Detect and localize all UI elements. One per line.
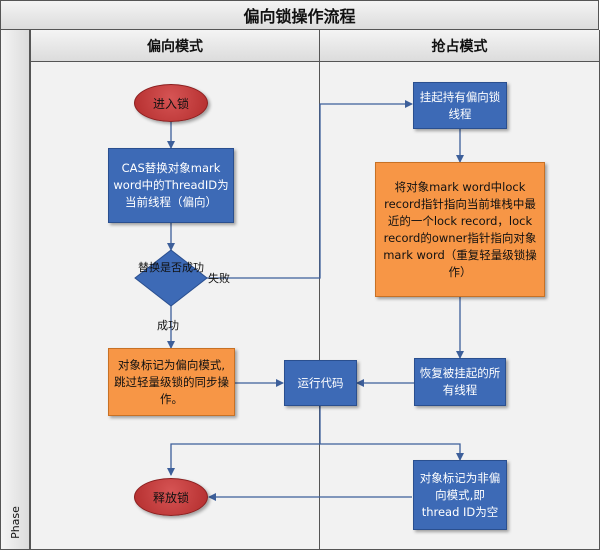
copy-mark-word-step: 将对象mark word中lock record指针指向当前堆栈中最近的一个lo…	[375, 162, 545, 297]
mark-biased-step: 对象标记为偏向模式,跳过轻量级锁的同步操作。	[108, 348, 235, 416]
phase-column	[0, 30, 30, 550]
edge-run-to-mark-not-biased	[320, 443, 464, 461]
decision-text: 替换是否成功	[138, 261, 204, 274]
end-release-lock: 释放锁	[134, 478, 208, 516]
diagram-title: 偏向锁操作流程	[0, 0, 599, 30]
start-enter-lock: 进入锁	[134, 84, 208, 122]
edge-run-to-release	[167, 443, 320, 476]
suspend-holder-step: 挂起持有偏向锁线程	[413, 82, 507, 129]
edge-label-success: 成功	[157, 319, 179, 332]
lane-header-biased: 偏向模式	[30, 30, 320, 62]
decision-diamond	[134, 249, 208, 307]
edge-fail-to-suspend	[206, 100, 413, 279]
edge-label-fail: 失败	[208, 272, 230, 285]
run-code-step: 运行代码	[284, 360, 357, 406]
cas-replace-step: CAS替换对象mark word中的ThreadID为当前线程（偏向）	[108, 148, 234, 223]
resume-threads-step: 恢复被挂起的所有线程	[414, 358, 506, 406]
mark-not-biased-step: 对象标记为非偏向模式,即thread ID为空	[413, 460, 507, 530]
lane-header-preempt: 抢占模式	[319, 30, 600, 62]
